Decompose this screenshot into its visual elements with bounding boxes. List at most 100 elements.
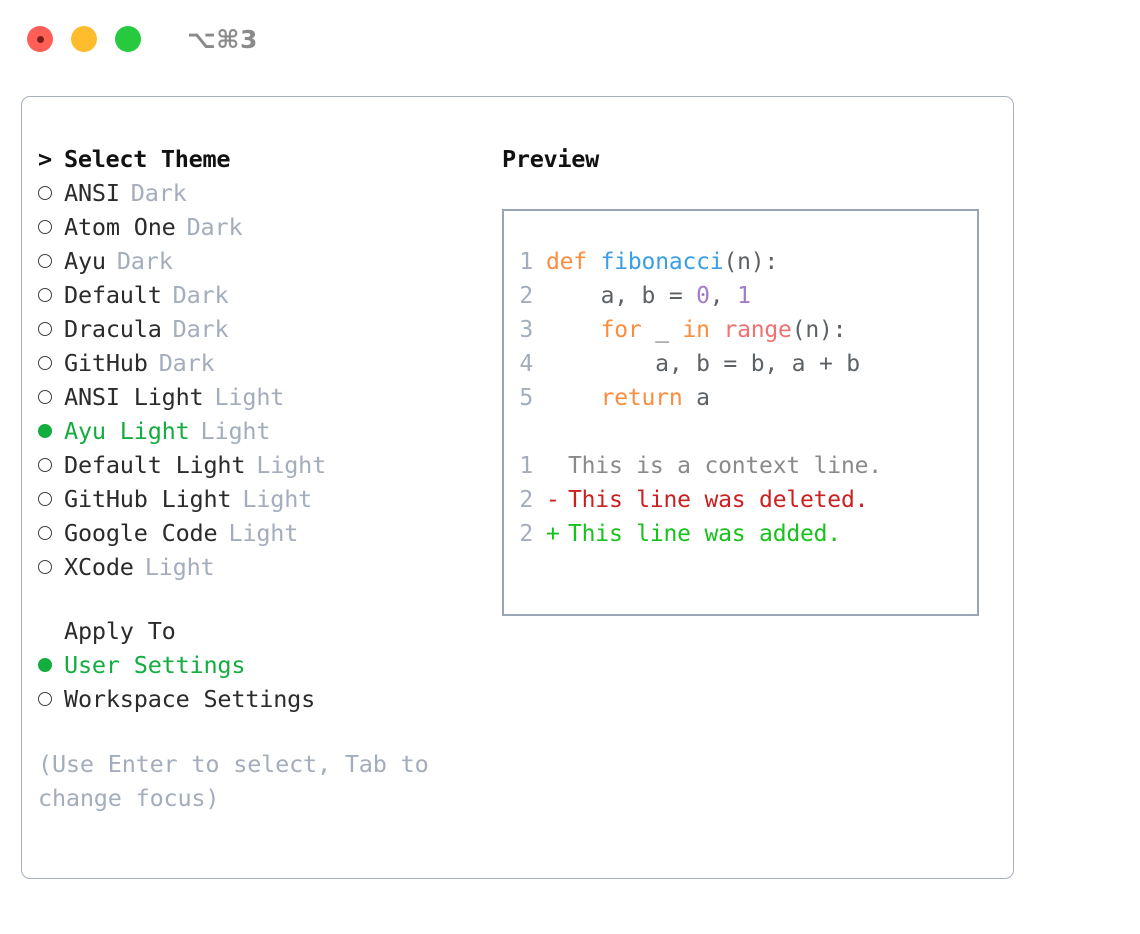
- theme-option-default-light[interactable]: Default Light Light: [38, 451, 468, 485]
- close-button-icon[interactable]: [27, 26, 53, 52]
- zoom-button-icon[interactable]: [115, 26, 141, 52]
- code-line: 2 a, b = 0, 1: [504, 283, 977, 317]
- radio-dot: [38, 525, 52, 540]
- radio-unselected-icon[interactable]: [38, 525, 64, 544]
- radio-unselected-icon[interactable]: [38, 559, 64, 578]
- radio-dot: [38, 691, 52, 706]
- code-token: a: [682, 385, 710, 411]
- diff-sign: -: [546, 487, 560, 513]
- code-token: for: [600, 317, 642, 343]
- theme-variant-tag: Light: [200, 417, 271, 445]
- theme-option-default[interactable]: Default Dark: [38, 281, 468, 315]
- theme-option-github-light[interactable]: GitHub Light Light: [38, 485, 468, 519]
- code-line: 4 a, b = b, a + b: [504, 351, 977, 385]
- theme-variant-tag: Light: [242, 485, 313, 513]
- theme-variant-tag: Light: [144, 553, 215, 581]
- code-line-text: for _ in range(n):: [546, 317, 847, 343]
- code-token: fibonacci: [600, 249, 724, 275]
- diff-line-deleted: 2-This line was deleted.: [504, 487, 977, 521]
- apply-to-option-workspace-settings[interactable]: Workspace Settings: [38, 685, 468, 719]
- theme-variant-tag: Dark: [172, 315, 229, 343]
- radio-unselected-icon[interactable]: [38, 389, 64, 408]
- code-token: range: [723, 317, 792, 343]
- radio-dot: [38, 355, 52, 370]
- theme-variant-tag: Light: [214, 383, 285, 411]
- radio-unselected-icon[interactable]: [38, 287, 64, 306]
- code-line-number: 1: [519, 249, 533, 275]
- diff-line-context: 1 This is a context line.: [504, 453, 977, 487]
- theme-name: Default Light: [64, 451, 246, 479]
- diff-line-text: -This line was deleted.: [546, 487, 868, 513]
- radio-dot: [38, 219, 52, 234]
- keyboard-hint: (Use Enter to select, Tab to change focu…: [38, 750, 429, 812]
- preview-gap: [504, 419, 977, 453]
- apply-to-option-user-settings[interactable]: User Settings: [38, 651, 468, 685]
- caret-icon: >: [38, 145, 52, 173]
- radio-dot: [38, 559, 52, 574]
- theme-name: GitHub: [64, 349, 148, 377]
- theme-option-xcode[interactable]: XCode Light: [38, 553, 468, 587]
- code-token: [587, 249, 601, 275]
- code-line: 1 def fibonacci(n):: [504, 249, 977, 283]
- radio-dot: [38, 185, 52, 200]
- radio-unselected-icon[interactable]: [38, 219, 64, 238]
- radio-unselected-icon[interactable]: [38, 321, 64, 340]
- code-line: 5 return a: [504, 385, 977, 419]
- radio-unselected-icon[interactable]: [38, 253, 64, 272]
- code-line-number: 5: [519, 385, 533, 411]
- diff-line-added: 2+This line was added.: [504, 521, 977, 555]
- theme-name: Default: [64, 281, 162, 309]
- radio-selected-icon[interactable]: [38, 423, 64, 442]
- theme-name: GitHub Light: [64, 485, 232, 513]
- radio-unselected-icon[interactable]: [38, 691, 64, 710]
- select-theme-heading: > Select Theme: [38, 145, 468, 179]
- code-token: a, b =: [546, 283, 697, 309]
- keyboard-shortcut-label: ⌥⌘3: [187, 24, 258, 54]
- radio-dot: [38, 657, 52, 672]
- radio-unselected-icon[interactable]: [38, 491, 64, 510]
- minimize-button-icon[interactable]: [71, 26, 97, 52]
- radio-dot: [38, 321, 52, 336]
- code-token: [546, 385, 601, 411]
- theme-name: XCode: [64, 553, 134, 581]
- theme-variant-tag: Light: [256, 451, 327, 479]
- code-line-number: 2: [519, 283, 533, 309]
- preview-title: Preview: [502, 145, 599, 173]
- code-token: return: [600, 385, 683, 411]
- radio-selected-icon[interactable]: [38, 657, 64, 676]
- radio-dot: [38, 287, 52, 302]
- theme-variant-tag: Dark: [186, 213, 243, 241]
- code-token: def: [546, 249, 587, 275]
- radio-dot: [38, 457, 52, 472]
- code-line-text: return a: [546, 385, 710, 411]
- code-token: [546, 317, 601, 343]
- code-token: _: [641, 317, 683, 343]
- radio-unselected-icon[interactable]: [38, 185, 64, 204]
- apply-to-heading: o Apply To: [38, 617, 468, 651]
- theme-name: ANSI: [64, 179, 120, 207]
- radio-unselected-icon[interactable]: [38, 355, 64, 374]
- select-theme-label: Select Theme: [64, 145, 231, 173]
- code-token: 0: [696, 283, 710, 309]
- code-line-text: def fibonacci(n):: [546, 249, 778, 275]
- diff-sign: [546, 453, 568, 479]
- theme-option-github[interactable]: GitHub Dark: [38, 349, 468, 383]
- radio-unselected-icon[interactable]: [38, 457, 64, 476]
- apply-to-name: User Settings: [64, 651, 246, 679]
- diff-line-text: +This line was added.: [546, 521, 841, 547]
- list-spacer: [38, 587, 468, 617]
- code-token: [710, 317, 724, 343]
- theme-variant-tag: Dark: [158, 349, 215, 377]
- theme-variant-tag: Dark: [172, 281, 229, 309]
